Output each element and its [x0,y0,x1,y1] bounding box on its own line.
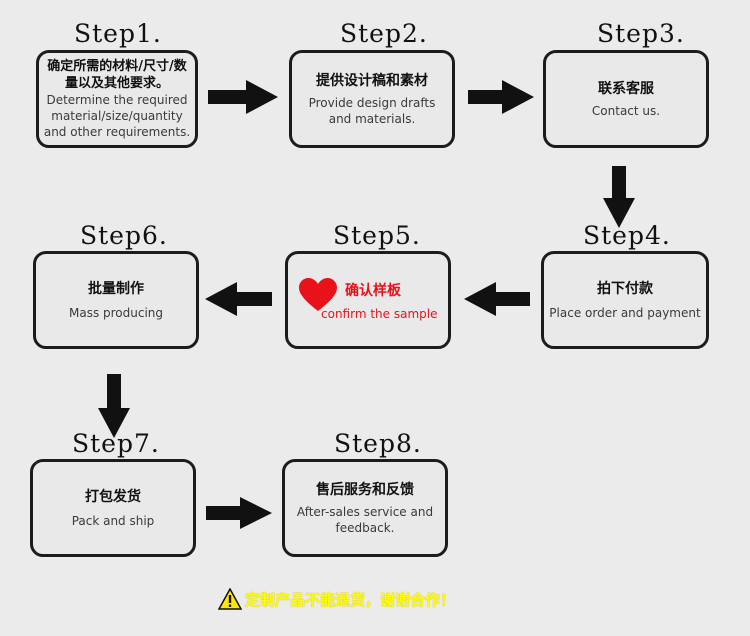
arrow-left-icon [205,282,272,316]
step1-chinese-text: 确定所需的材料/尺寸/数量以及其他要求。 [47,59,187,91]
step8-english-text: After-sales service and feedback. [296,504,434,535]
heart-icon [299,278,337,311]
arrow-left-icon [464,282,530,316]
step5-chinese-text: 确认样板 [345,283,401,299]
step1-english-text: Determine the required material/size/qua… [43,93,191,139]
step1-title: Step1. [74,19,162,48]
step3-english-text: Contact us. [591,103,661,118]
step7-box: 打包发货 Pack and ship [30,459,196,557]
step4-english-text: Place order and payment [549,305,701,320]
step4-title: Step4. [583,221,671,250]
no-return-notice: 定制产品不能退货，谢谢合作！ [218,588,455,610]
step2-chinese-text: 提供设计稿和素材 [316,72,428,89]
step6-english-text: Mass producing [68,305,164,320]
step2-box: 提供设计稿和素材 Provide design drafts and mater… [289,50,455,148]
warning-triangle-icon [218,588,242,610]
step3-title: Step3. [597,19,685,48]
step1-box: 确定所需的材料/尺寸/数量以及其他要求。 Determine the requi… [36,50,198,148]
step4-chinese-text: 拍下付款 [597,280,653,297]
step5-box: 确认样板 confirm the sample [285,251,451,349]
step8-chinese-text: 售后服务和反馈 [316,481,414,498]
step5-title: Step5. [333,221,421,250]
arrow-down-icon [603,166,635,228]
step2-title: Step2. [340,19,428,48]
step3-chinese-text: 联系客服 [598,80,654,97]
arrow-down-icon [98,374,130,438]
step2-english-text: Provide design drafts and materials. [308,95,436,126]
step8-box: 售后服务和反馈 After-sales service and feedback… [282,459,448,557]
step5-english-text: confirm the sample [321,307,438,321]
step6-chinese-text: 批量制作 [88,280,144,297]
step7-english-text: Pack and ship [71,513,155,528]
arrow-right-icon [208,80,278,114]
step8-title: Step8. [334,429,422,458]
notice-text: 定制产品不能退货，谢谢合作！ [245,590,456,609]
arrow-right-icon [468,80,534,114]
step4-box: 拍下付款 Place order and payment [541,251,709,349]
arrow-right-icon [206,497,272,529]
step7-chinese-text: 打包发货 [85,488,141,505]
step3-box: 联系客服 Contact us. [543,50,709,148]
step6-title: Step6. [80,221,168,250]
step6-box: 批量制作 Mass producing [33,251,199,349]
